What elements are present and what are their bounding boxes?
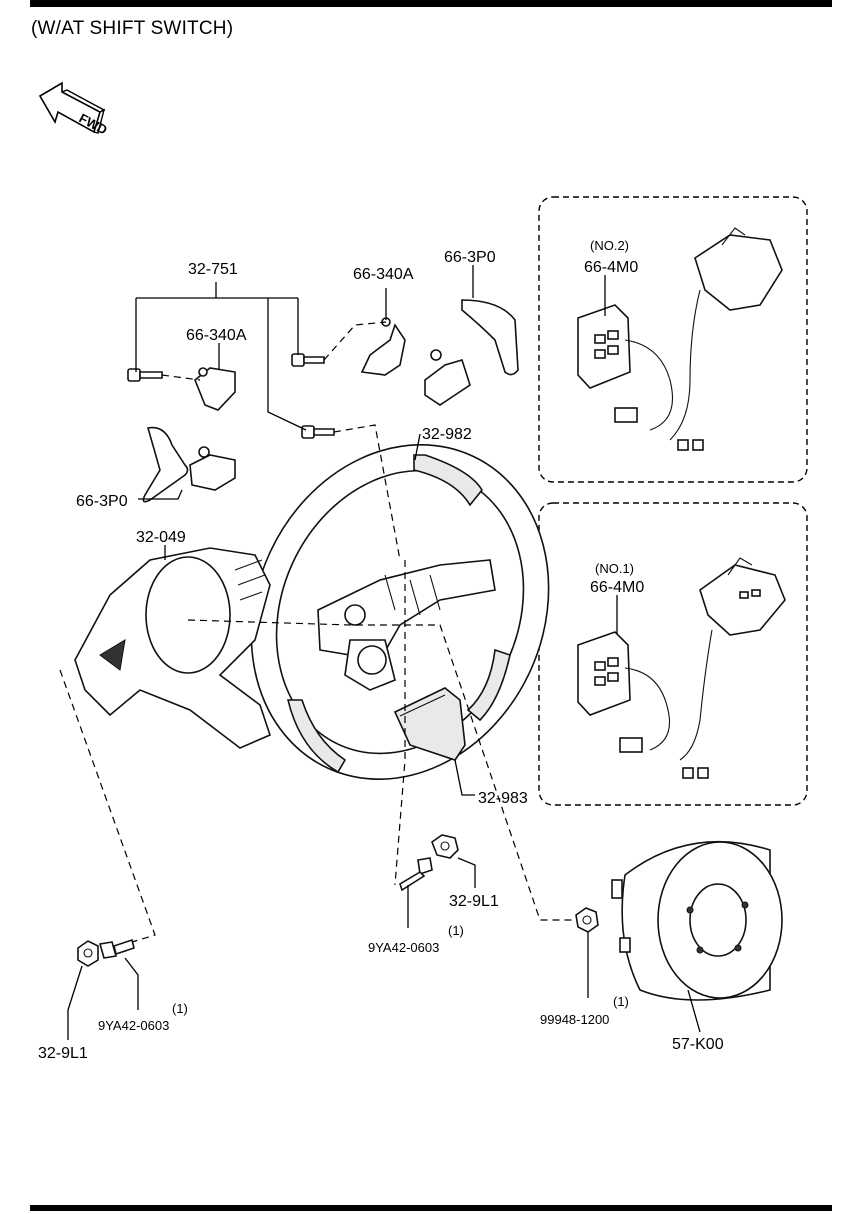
label-32-982: 32-982 bbox=[422, 426, 472, 443]
label-9ya42-0603-center: 9YA42-0603 bbox=[368, 940, 439, 955]
screw-icon bbox=[301, 425, 335, 439]
lower-paddle bbox=[142, 426, 236, 503]
label-66-3p0-lower: 66-3P0 bbox=[76, 493, 128, 510]
nut-icon bbox=[431, 834, 459, 859]
lower-bracket bbox=[194, 367, 236, 411]
switch-no1-box bbox=[538, 502, 808, 806]
label-32-9l1-left: 32-9L1 bbox=[38, 1045, 88, 1062]
label-32-983: 32-983 bbox=[478, 790, 528, 807]
switch-no2-box bbox=[538, 196, 808, 483]
upper-paddle bbox=[424, 299, 519, 406]
label-qty-left: (1) bbox=[172, 1001, 188, 1016]
screw-icon bbox=[291, 353, 325, 367]
fwd-arrow-icon: FWD bbox=[38, 81, 110, 138]
steering-wheel bbox=[250, 444, 550, 780]
label-66-340a-upper: 66-340A bbox=[353, 266, 414, 283]
bottom-rule bbox=[30, 1205, 832, 1211]
switch-no2 bbox=[577, 227, 783, 451]
label-9ya42-0603-left: 9YA42-0603 bbox=[98, 1018, 169, 1033]
nut-icon bbox=[77, 940, 99, 967]
label-66-340a-lower: 66-340A bbox=[186, 327, 247, 344]
label-32-049: 32-049 bbox=[136, 529, 186, 546]
label-66-3p0-upper: 66-3P0 bbox=[444, 249, 496, 266]
bolt-icon bbox=[98, 938, 135, 959]
top-rule bbox=[30, 0, 832, 7]
bolt-icon bbox=[399, 857, 433, 892]
fwd-label: FWD bbox=[77, 110, 110, 137]
label-66-4m0-no2: 66-4M0 bbox=[584, 259, 638, 276]
label-32-9l1-center: 32-9L1 bbox=[449, 893, 499, 910]
label-57-k00: 57-K00 bbox=[672, 1036, 724, 1053]
lower-cover bbox=[393, 687, 466, 761]
left-cover bbox=[74, 547, 271, 749]
nut-icon bbox=[575, 907, 599, 933]
label-no1: (NO.1) bbox=[595, 561, 634, 576]
label-66-4m0-no1: 66-4M0 bbox=[590, 579, 644, 596]
label-qty-center: (1) bbox=[448, 923, 464, 938]
label-qty-airbag-nut: (1) bbox=[613, 994, 629, 1009]
label-no2: (NO.2) bbox=[590, 238, 629, 253]
switch-no1 bbox=[577, 557, 786, 779]
label-99948-1200: 99948-1200 bbox=[540, 1012, 609, 1027]
airbag-module bbox=[611, 840, 783, 1001]
diagram-title: (W/AT SHIFT SWITCH) bbox=[31, 18, 234, 39]
screw-icon bbox=[127, 368, 163, 382]
label-32-751: 32-751 bbox=[188, 261, 238, 278]
upper-bracket bbox=[360, 317, 406, 376]
